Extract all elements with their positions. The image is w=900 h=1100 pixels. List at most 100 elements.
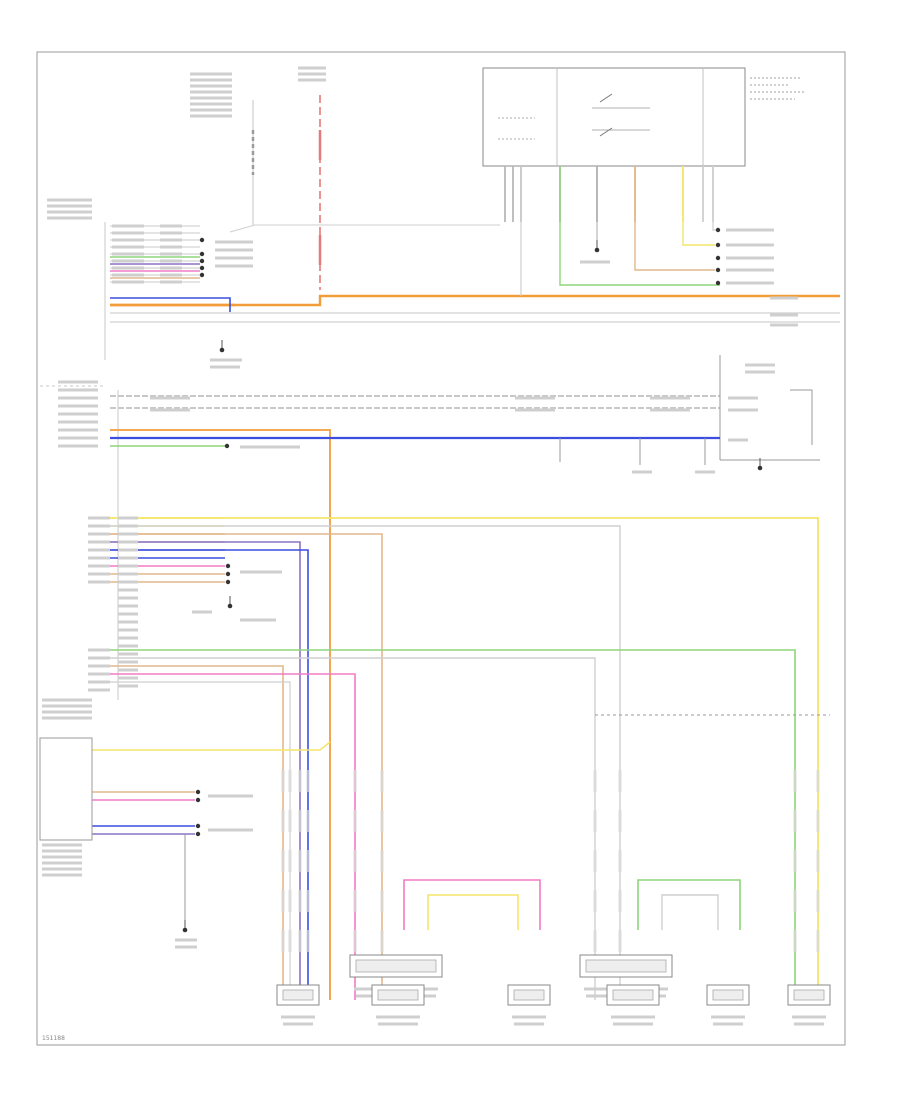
splice-dot-green — [224, 443, 230, 449]
module-b-pin-label — [58, 436, 98, 440]
lower-pin-name — [88, 524, 110, 528]
right-splice-label — [726, 243, 774, 247]
wire-insulation-mark — [281, 890, 285, 912]
module-c-title — [42, 698, 92, 702]
circuit-label — [160, 224, 182, 228]
wire-insulation-mark — [288, 930, 292, 952]
wire-insulation-mark — [816, 930, 820, 952]
lower-pin-number — [118, 532, 138, 536]
tweeter-1-label-2 — [514, 1022, 544, 1026]
wire-insulation-mark — [353, 890, 357, 912]
circuit-label — [160, 266, 182, 270]
ground-dot — [757, 465, 763, 471]
module-c-title — [42, 704, 92, 708]
fuse-label — [190, 96, 232, 100]
ground-g4-label — [192, 610, 212, 614]
module-c-note — [42, 849, 82, 853]
speaker-1-label — [281, 1015, 315, 1019]
lower-pin-number — [118, 564, 138, 568]
ground-dot — [219, 347, 225, 353]
ground-g2-label — [580, 260, 610, 264]
wire-insulation-mark — [288, 770, 292, 792]
module-b-pin-label — [58, 428, 98, 432]
can-label-a-right — [515, 396, 555, 400]
right-splice-dot — [715, 280, 721, 286]
module-c-dot — [195, 831, 201, 837]
bus-label-2 — [728, 408, 758, 412]
lower-splice-dot — [225, 571, 231, 577]
module-title-mark — [47, 216, 92, 220]
circuit-label — [160, 259, 182, 263]
speaker-4-cone — [793, 989, 825, 1001]
pin-label — [112, 245, 144, 249]
wire-insulation-mark — [793, 850, 797, 872]
lower-pin-number — [118, 652, 138, 656]
branch-label-3 — [695, 470, 715, 474]
wire-insulation-mark — [593, 770, 597, 792]
wire-insulation-mark — [618, 770, 622, 792]
module-b-pin-label — [58, 412, 98, 416]
speaker-4-label-2 — [794, 1022, 824, 1026]
circuit-label — [160, 231, 182, 235]
lower-pin-number — [118, 548, 138, 552]
tweeter-2-label-2 — [713, 1022, 743, 1026]
lower-pin-name — [88, 516, 110, 520]
lower-pin-number — [118, 516, 138, 520]
tweeter-2-label — [711, 1015, 745, 1019]
wire-insulation-mark — [380, 810, 384, 832]
wire-insulation-mark — [281, 810, 285, 832]
can-label-a — [150, 396, 190, 400]
wire-insulation-mark — [816, 890, 820, 912]
module-c-dot — [195, 823, 201, 829]
fuse-label — [190, 84, 232, 88]
wire-insulation-mark — [380, 850, 384, 872]
gray-feed-right — [712, 166, 720, 231]
can-label-b — [150, 408, 190, 412]
pin-label — [112, 259, 144, 263]
speaker-1-cone — [282, 989, 314, 1001]
lower-pin-number — [118, 644, 138, 648]
right-splice-dot — [715, 242, 721, 248]
fuse-label — [190, 108, 232, 112]
pin-label — [112, 224, 144, 228]
splice-dot — [199, 258, 205, 264]
wire-insulation-mark — [380, 930, 384, 952]
right-module-label — [745, 363, 775, 367]
module-title-mark — [47, 210, 92, 214]
wire-insulation-mark — [353, 770, 357, 792]
circuit-label — [160, 273, 182, 277]
fuse-label-2 — [298, 66, 326, 70]
splice-label — [215, 240, 253, 244]
module-b-pin-label — [58, 404, 98, 408]
wire-insulation-mark — [793, 810, 797, 832]
splice-dot — [199, 272, 205, 278]
module-c-yellow — [92, 741, 331, 751]
lower-pin-name — [88, 532, 110, 536]
wire-insulation-mark — [298, 770, 302, 792]
yellow-feed-right — [682, 166, 715, 246]
tan-feed-right — [634, 166, 715, 271]
lower-pin-name — [88, 548, 110, 552]
top-module-group — [482, 67, 805, 167]
module-c-title — [42, 716, 92, 720]
circuit-label — [160, 280, 182, 284]
right-splice-dot — [715, 267, 721, 273]
speaker-3-label — [611, 1015, 655, 1019]
green-splice-label — [240, 445, 300, 449]
lower-pin-number — [118, 660, 138, 664]
lower-pin-number — [118, 604, 138, 608]
wire-insulation-mark — [288, 810, 292, 832]
ground-g5-label — [175, 938, 197, 942]
pin-label — [112, 266, 144, 270]
lower-pin-name — [88, 572, 110, 576]
module-c-dot — [195, 797, 201, 803]
wire-insulation-mark — [380, 890, 384, 912]
splice-dot — [199, 237, 205, 243]
lower-splice-dot — [225, 563, 231, 569]
lower-pin-number — [118, 524, 138, 528]
lower-pin-number — [118, 580, 138, 584]
speaker-2-label-2 — [378, 1022, 418, 1026]
module-c-note — [42, 861, 82, 865]
right-splice-label — [726, 268, 774, 272]
can-label-b-right — [515, 408, 555, 412]
